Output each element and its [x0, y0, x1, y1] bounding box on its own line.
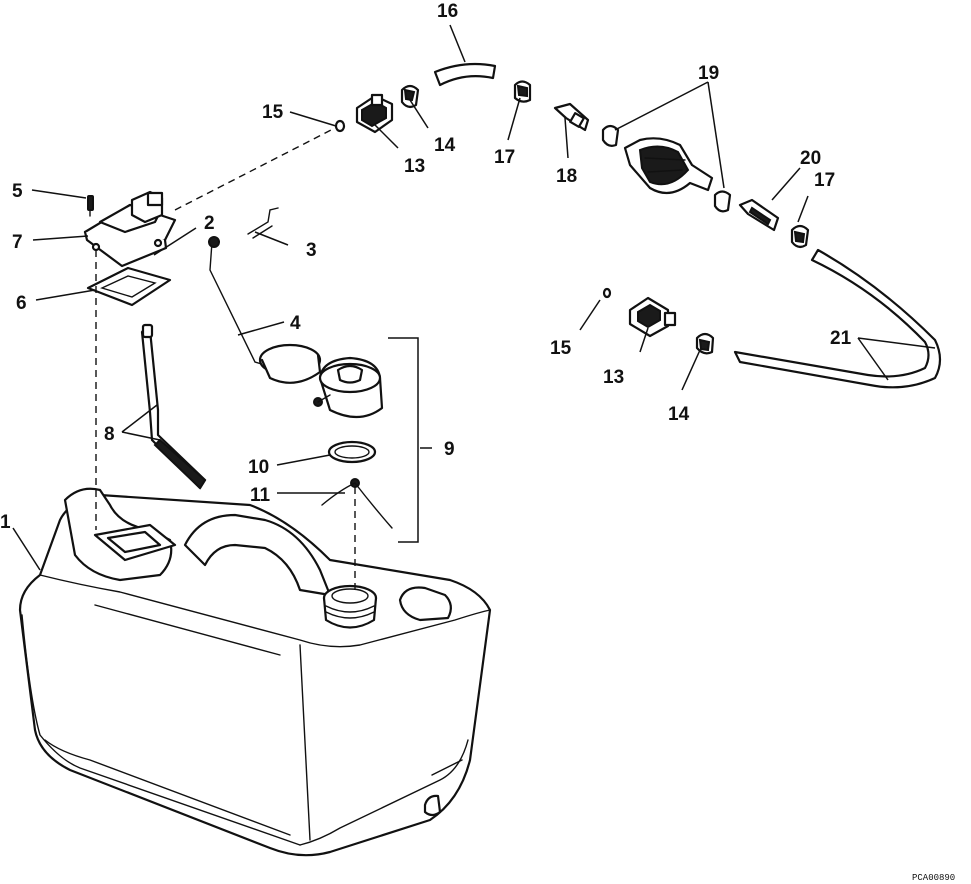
- float-clip: [208, 236, 220, 248]
- hose-16: [433, 62, 497, 87]
- alignment-line-gauge-connector: [174, 127, 336, 211]
- o-ring-top: [334, 119, 346, 133]
- fuel-hose-21: [733, 248, 942, 389]
- callout-20: 20: [800, 148, 821, 169]
- callout-13a: 13: [404, 156, 425, 177]
- gauge-screw: [87, 195, 94, 217]
- fuel-tank: [18, 487, 492, 857]
- callout-10: 10: [248, 457, 269, 478]
- cap-gasket: [327, 440, 377, 464]
- callout-14a: 14: [434, 135, 456, 156]
- tank-connector: [355, 93, 394, 134]
- engine-connector: [628, 296, 677, 338]
- cap-tether: [321, 478, 393, 529]
- leader-lines: [12, 24, 936, 571]
- callout-5: 5: [12, 181, 23, 202]
- callout-11: 11: [250, 485, 271, 506]
- callout-19: 19: [698, 63, 719, 84]
- callout-16: 16: [437, 1, 458, 22]
- primer-bulb: [623, 137, 714, 195]
- callout-14b: 14: [668, 404, 690, 425]
- hose-clamp-17-right: [790, 224, 810, 249]
- o-ring-bottom: [602, 287, 612, 299]
- drawing-code: PCA00890: [912, 873, 955, 883]
- fitting-20: [738, 198, 780, 232]
- callout-2: 2: [204, 213, 215, 234]
- callout-15b: 15: [550, 338, 572, 359]
- callout-1: 1: [0, 512, 11, 533]
- callout-17a: 17: [494, 147, 515, 168]
- callout-7: 7: [12, 232, 23, 253]
- fitting-18: [553, 102, 590, 132]
- bracket-9: [388, 337, 419, 543]
- hose-clamp-14-bottom: [695, 332, 715, 355]
- gasket: [86, 266, 172, 307]
- fuel-gauge-assembly: [83, 190, 177, 268]
- float-arm: [209, 241, 322, 384]
- callout-15a: 15: [262, 102, 284, 123]
- callout-21: 21: [830, 328, 852, 349]
- callout-13b: 13: [603, 367, 624, 388]
- callout-4: 4: [290, 313, 301, 334]
- callout-18: 18: [556, 166, 577, 187]
- fuel-pickup-tube: [140, 323, 207, 490]
- hose-clamp-14-top: [400, 84, 420, 109]
- hose-clamp-17-top: [513, 80, 532, 103]
- callout-8: 8: [104, 424, 115, 445]
- gauge-wire: [247, 207, 279, 239]
- callout-6: 6: [16, 293, 27, 314]
- callout-3: 3: [306, 240, 317, 261]
- hose-clamp-19-left: [601, 124, 620, 147]
- callout-9: 9: [444, 439, 455, 460]
- hose-clamp-19-right: [713, 190, 732, 213]
- filler-cap: [313, 356, 384, 419]
- callout-17b: 17: [814, 170, 835, 191]
